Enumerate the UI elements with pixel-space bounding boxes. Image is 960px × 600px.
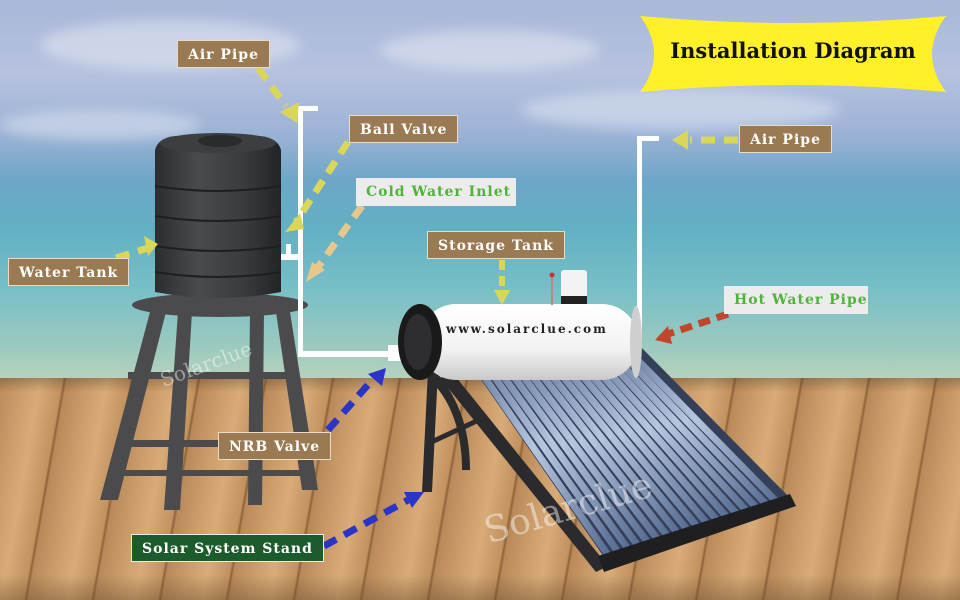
arrowhead (494, 290, 510, 305)
page-title: Installation Diagram (670, 38, 916, 63)
arrow-hot-water-pipe (666, 310, 730, 338)
cloud (380, 30, 600, 70)
storage-cylinder (398, 270, 642, 380)
arrow-nrb-valve (325, 375, 377, 433)
arrow-cold-water-inlet (313, 203, 365, 273)
label-ball-valve: Ball Valve (349, 115, 459, 143)
solar-heater-stand (422, 370, 608, 572)
arrow-ball-valve (293, 140, 351, 224)
label-nrb-valve: NRB Valve (218, 432, 332, 460)
right-pipe (637, 136, 659, 376)
label-air-pipe-left: Air Pipe (177, 40, 270, 68)
arrow-water-tank (114, 244, 150, 262)
label-water-tank: Water Tank (8, 258, 130, 286)
tank-stand (100, 293, 318, 510)
product-url-text: www.solarclue.com (446, 322, 608, 336)
deck-edge-shadow (0, 378, 960, 392)
arrowhead (368, 368, 386, 386)
arrowhead (144, 236, 158, 256)
arrowhead (280, 102, 299, 123)
arrow-air-pipe-left (255, 65, 289, 109)
cloud (520, 90, 840, 130)
arrowhead (672, 130, 688, 150)
label-hot-water-pipe: Hot Water Pipe (724, 286, 868, 314)
arrowhead (655, 326, 672, 344)
water-tank-body (154, 133, 282, 298)
label-cold-water-inlet: Cold Water Inlet (356, 178, 516, 206)
label-solar-system-stand: Solar System Stand (131, 534, 324, 562)
deck-bottom-shade (0, 575, 960, 600)
arrowhead (404, 492, 424, 508)
title-banner-shape (640, 16, 946, 92)
label-air-pipe-right: Air Pipe (739, 125, 832, 153)
label-storage-tank: Storage Tank (427, 231, 565, 259)
arrow-solar-system-stand (322, 496, 410, 550)
cloud (0, 110, 200, 140)
arrowhead (285, 213, 304, 232)
arrowhead (306, 262, 325, 282)
